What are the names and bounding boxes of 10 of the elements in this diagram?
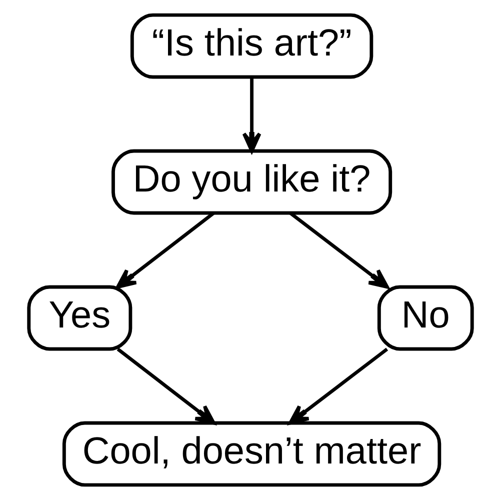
arrow <box>288 212 388 289</box>
node-box: Cool, doesn’t matter <box>62 421 441 487</box>
arrow <box>116 212 214 289</box>
arrow <box>288 348 388 425</box>
arrow <box>242 77 261 153</box>
node-box: “Is this art?” <box>130 13 373 79</box>
node-box: Yes <box>26 285 132 351</box>
node-box: Do you like it? <box>111 149 392 215</box>
arrow <box>116 348 215 425</box>
node-box: No <box>376 285 474 351</box>
